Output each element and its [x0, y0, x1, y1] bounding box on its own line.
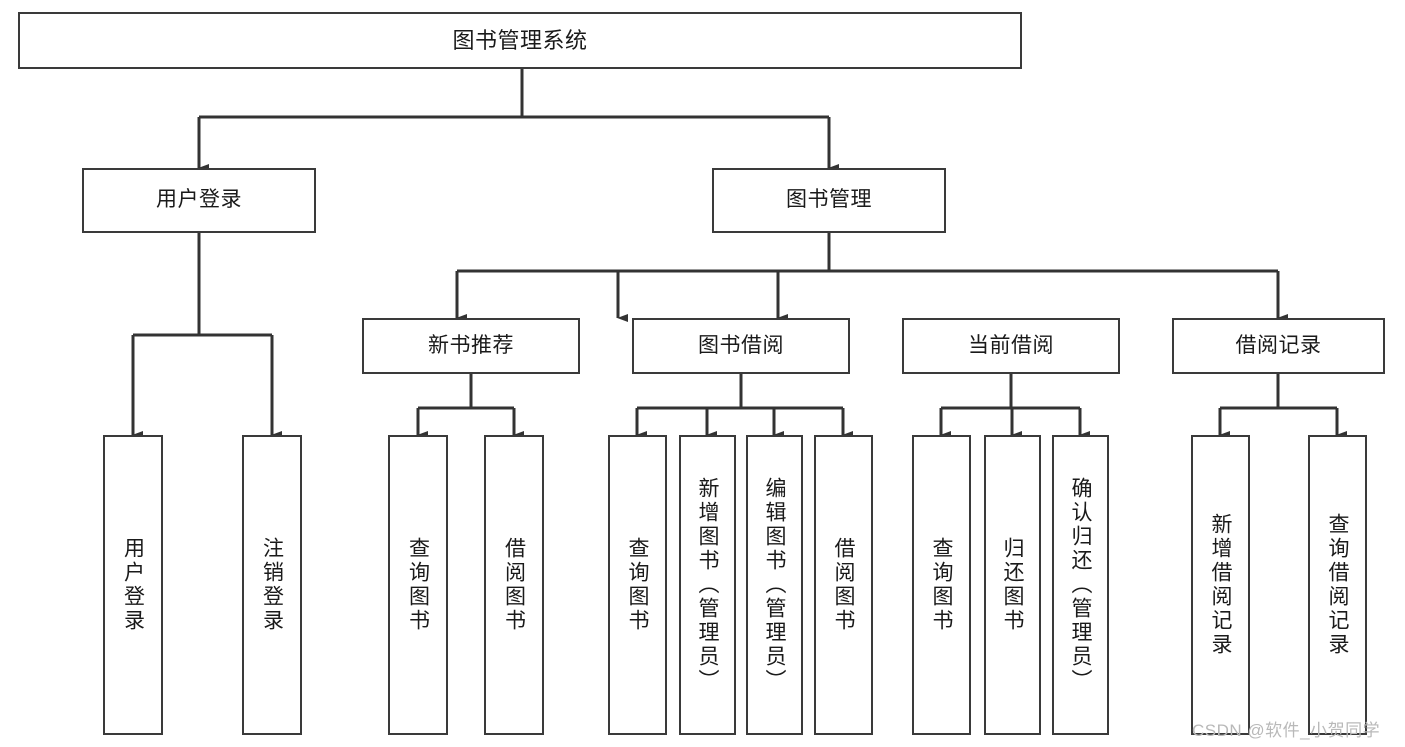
- node-borrow-record-label: 借阅记录: [1235, 333, 1322, 357]
- node-leaf-add-record[interactable]: 新增借阅记录: [1191, 435, 1250, 735]
- node-leaf-query-book-2[interactable]: 查询图书: [608, 435, 667, 735]
- node-leaf-add-book-label: 新增图书（管理员）: [696, 477, 719, 693]
- node-leaf-user-login[interactable]: 用户登录: [103, 435, 163, 735]
- node-leaf-query-record-label: 查询借阅记录: [1326, 513, 1349, 657]
- csdn-watermark: CSDN @软件_小贺同学: [1192, 721, 1381, 740]
- node-leaf-query-book-1[interactable]: 查询图书: [388, 435, 448, 735]
- node-current-borrow-label: 当前借阅: [968, 333, 1054, 357]
- node-leaf-return-book[interactable]: 归还图书: [984, 435, 1041, 735]
- node-book-manage-label: 图书管理: [786, 188, 872, 212]
- node-leaf-borrow-book-2[interactable]: 借阅图书: [814, 435, 873, 735]
- node-new-book-recommend[interactable]: 新书推荐: [362, 318, 580, 374]
- node-leaf-query-book-3[interactable]: 查询图书: [912, 435, 971, 735]
- node-leaf-query-record[interactable]: 查询借阅记录: [1308, 435, 1367, 735]
- node-leaf-add-record-label: 新增借阅记录: [1209, 513, 1232, 657]
- node-leaf-query-book-3-label: 查询图书: [930, 537, 953, 633]
- node-leaf-logout-label: 注销登录: [260, 537, 284, 633]
- node-leaf-logout[interactable]: 注销登录: [242, 435, 302, 735]
- node-book-manage[interactable]: 图书管理: [712, 168, 946, 233]
- node-leaf-borrow-book-1-label: 借阅图书: [502, 537, 526, 633]
- node-leaf-add-book[interactable]: 新增图书（管理员）: [679, 435, 736, 735]
- node-leaf-borrow-book-2-label: 借阅图书: [832, 537, 855, 633]
- node-leaf-edit-book-label: 编辑图书（管理员）: [763, 477, 786, 693]
- node-current-borrow[interactable]: 当前借阅: [902, 318, 1120, 374]
- node-new-book-recommend-label: 新书推荐: [428, 333, 514, 357]
- node-leaf-user-login-label: 用户登录: [121, 537, 145, 633]
- node-root-system[interactable]: 图书管理系统: [18, 12, 1022, 69]
- node-leaf-query-book-1-label: 查询图书: [406, 537, 430, 633]
- node-leaf-return-book-label: 归还图书: [1001, 537, 1024, 633]
- node-user-login[interactable]: 用户登录: [82, 168, 316, 233]
- node-user-login-label: 用户登录: [156, 188, 242, 212]
- node-leaf-confirm-return-label: 确认归还（管理员）: [1069, 477, 1092, 693]
- node-borrow-record[interactable]: 借阅记录: [1172, 318, 1385, 374]
- node-root-system-label: 图书管理系统: [452, 27, 588, 53]
- node-book-borrow[interactable]: 图书借阅: [632, 318, 850, 374]
- node-leaf-query-book-2-label: 查询图书: [626, 537, 649, 633]
- node-book-borrow-label: 图书借阅: [698, 333, 784, 357]
- node-leaf-confirm-return[interactable]: 确认归还（管理员）: [1052, 435, 1109, 735]
- node-leaf-borrow-book-1[interactable]: 借阅图书: [484, 435, 544, 735]
- node-leaf-edit-book[interactable]: 编辑图书（管理员）: [746, 435, 803, 735]
